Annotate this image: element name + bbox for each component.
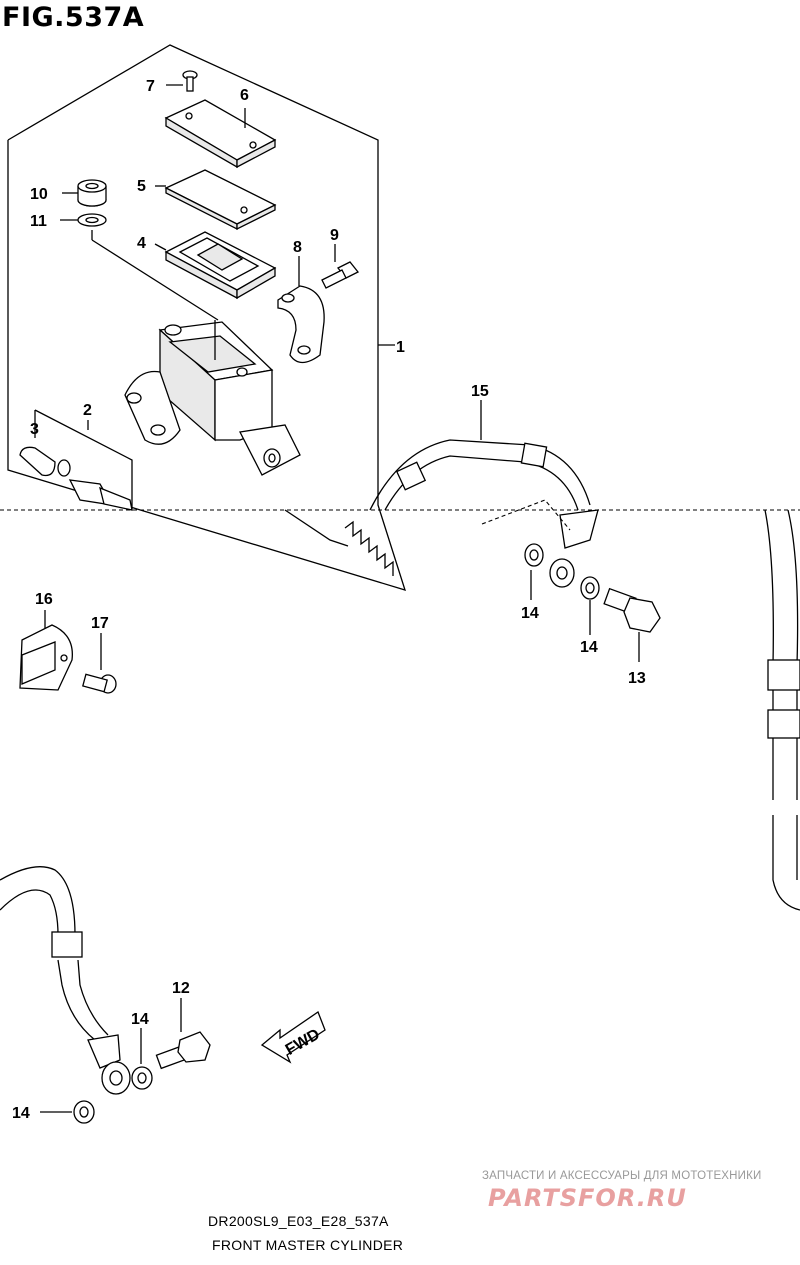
part-10-boot	[62, 179, 107, 207]
part-9-bolt	[321, 244, 360, 289]
watermark-logo: PARTSFOR.RU	[488, 1184, 687, 1212]
fwd-arrow: FWD	[260, 1011, 326, 1064]
callout-14-upper-b: 14	[580, 639, 598, 656]
part-6-reservoir-cap	[164, 99, 277, 169]
callout-15: 15	[471, 383, 489, 400]
assembly-name: FRONT MASTER CYLINDER	[212, 1237, 404, 1253]
callout-9: 9	[330, 227, 339, 244]
callout-11: 11	[30, 213, 47, 230]
model-code: DR200SL9_E03_E28_537A	[208, 1213, 389, 1229]
part-13-union-bolt	[603, 587, 661, 662]
part-7-screw	[166, 70, 198, 92]
part-2-piston-kit	[19, 409, 133, 511]
part-16-hose-clamp	[19, 610, 73, 691]
part-14-washer-lower-b	[40, 1100, 95, 1124]
callout-14-lower-a: 14	[131, 1011, 149, 1028]
hose-left-lower	[0, 866, 131, 1095]
callout-2: 2	[83, 402, 92, 419]
callout-14-lower-b: 14	[12, 1105, 30, 1122]
callout-6: 6	[240, 87, 249, 104]
part-15-brake-hose	[369, 400, 599, 588]
spring	[284, 509, 394, 576]
callout-17: 17	[91, 615, 109, 632]
part-11-washer	[60, 213, 219, 321]
callout-4: 4	[137, 235, 146, 252]
part-14-washer-lower-a	[131, 1028, 153, 1090]
part-4-diaphragm	[154, 231, 277, 300]
watermark-tagline: ЗАПЧАСТИ И АКСЕССУАРЫ ДЛЯ МОТОТЕХНИКИ	[482, 1170, 762, 1182]
callout-12: 12	[172, 980, 190, 997]
callout-5: 5	[137, 178, 146, 195]
callout-1: 1	[396, 339, 405, 356]
part-1-master-cylinder-body	[124, 320, 301, 476]
callout-10: 10	[30, 186, 48, 203]
part-5-diaphragm-plate	[155, 169, 277, 231]
part-14-washer-upper-a	[524, 543, 544, 600]
callout-8: 8	[293, 239, 302, 256]
part-12-union-bolt	[155, 998, 211, 1070]
hose-right-side	[764, 509, 800, 911]
callout-3: 3	[30, 421, 39, 438]
part-17-screw	[82, 633, 117, 694]
assembly-outline	[7, 44, 406, 591]
figure-title: FIG.537A	[2, 2, 145, 33]
callout-13: 13	[628, 670, 646, 687]
callout-14-upper-a: 14	[521, 605, 539, 622]
part-8-clamp	[277, 256, 325, 364]
callout-16: 16	[35, 591, 53, 608]
part-14-washer-upper-b	[580, 576, 600, 635]
callout-7: 7	[146, 78, 155, 95]
